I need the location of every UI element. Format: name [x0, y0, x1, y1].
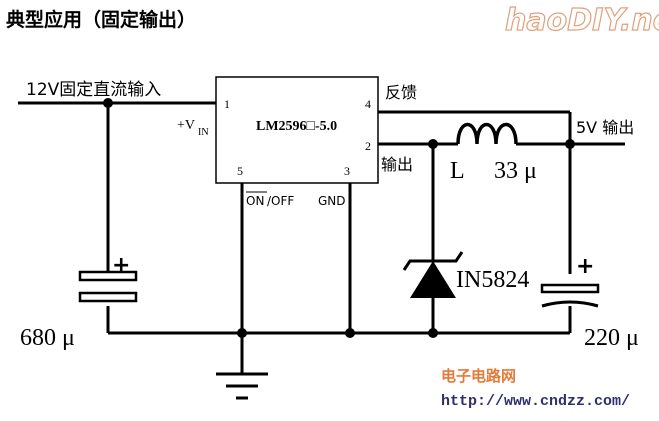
schottky-diode-icon	[402, 251, 464, 298]
cin-plus-sign: +	[112, 253, 130, 278]
pin1-number: 1	[224, 97, 230, 111]
pin5-number: 5	[237, 164, 243, 178]
output-5v-label: 5V 输出	[576, 118, 634, 137]
pin4-number: 4	[365, 97, 371, 111]
junction-dot	[565, 139, 575, 149]
cout-plus-sign: +	[576, 254, 594, 279]
input-label: 12V固定直流输入	[26, 80, 161, 100]
cin-value: 680 μ	[20, 325, 75, 351]
chip-name: LM2596□-5.0	[256, 119, 337, 134]
junction-dot	[237, 328, 247, 338]
gnd-label: GND	[318, 194, 346, 208]
vin-label: +V	[177, 118, 195, 133]
ground-icon	[216, 372, 268, 400]
off-label: /OFF	[267, 194, 294, 208]
on-label: ON	[246, 194, 264, 208]
footer-site-name: 电子电路网	[441, 367, 516, 385]
page-title: 典型应用（固定输出）	[6, 8, 196, 31]
inductor-coil-icon	[456, 122, 518, 145]
junctions	[103, 98, 575, 338]
wires	[18, 101, 625, 374]
regulator-chip	[215, 76, 379, 184]
output-capacitor-icon	[540, 283, 600, 308]
pin2-number: 2	[365, 139, 371, 153]
junction-dot	[103, 98, 113, 108]
junction-dot	[428, 139, 438, 149]
pin3-number: 3	[344, 164, 350, 178]
junction-dot	[345, 328, 355, 338]
cout-value: 220 μ	[584, 325, 639, 351]
inductor-label: L	[450, 158, 465, 184]
feedback-label: 反馈	[385, 83, 417, 102]
inductor-value: 33 μ	[494, 158, 537, 184]
output-pin-label: 输出	[381, 155, 413, 174]
haodiy-logo: haoDIY.net	[505, 3, 659, 38]
footer-url: http://www.cndzz.com/	[441, 393, 630, 410]
vin-subscript: IN	[198, 127, 209, 138]
diode-label: IN5824	[456, 267, 529, 293]
input-capacitor-icon	[78, 270, 138, 303]
junction-dot	[428, 328, 438, 338]
